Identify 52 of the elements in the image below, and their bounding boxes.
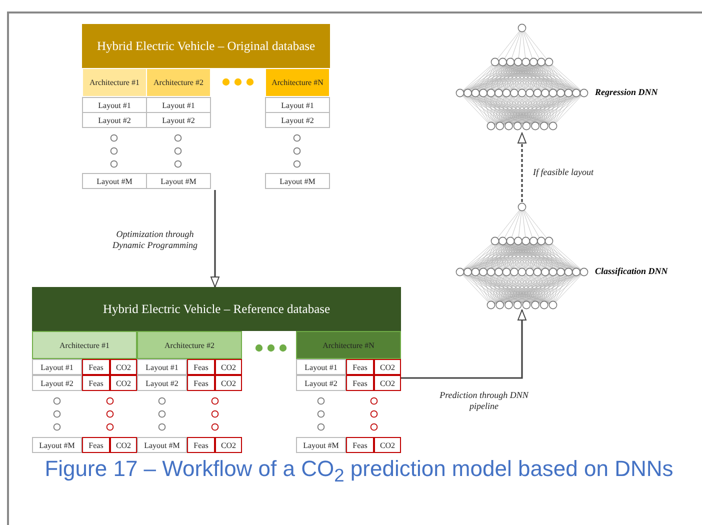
table-cell: Layout #1 xyxy=(137,359,187,375)
table-cell: Layout #M xyxy=(296,437,346,453)
table-cell: Feas xyxy=(346,359,374,375)
table-cell: Layout #2 xyxy=(265,112,330,128)
table-cell: Layout #2 xyxy=(82,112,147,128)
table-cell: Feas xyxy=(82,359,110,375)
table-cell: Layout #1 xyxy=(82,97,147,113)
table-cell: CO2 xyxy=(215,359,242,375)
table-cell: CO2 xyxy=(110,375,137,391)
table-cell: Layout #2 xyxy=(32,375,82,391)
table-cell: CO2 xyxy=(374,375,401,391)
column-header: Architecture #2 xyxy=(137,331,242,359)
database-table xyxy=(32,287,401,453)
table-title: Hybrid Electric Vehicle – Original database xyxy=(82,24,330,68)
database-table xyxy=(82,24,330,190)
table-cell: Layout #1 xyxy=(32,359,82,375)
arrow xyxy=(401,310,526,379)
table-cell: Layout #2 xyxy=(296,375,346,391)
table-cell: Feas xyxy=(187,359,215,375)
table-cell: Layout #1 xyxy=(296,359,346,375)
column-header: Architecture #1 xyxy=(82,68,147,97)
table-title: Hybrid Electric Vehicle – Reference database xyxy=(32,287,401,331)
table-cell: Layout #1 xyxy=(265,97,330,113)
table-cell: Layout #2 xyxy=(146,112,211,128)
figure-caption: Figure 17 – Workflow of a CO$_{2}$ prediction model based on DNNs xyxy=(44,455,674,488)
table-cell: Feas xyxy=(187,375,215,391)
table-cell: Layout #M xyxy=(265,173,330,189)
table-cell: CO2 xyxy=(215,375,242,391)
table-cell: Feas xyxy=(346,437,374,453)
table-cell: Feas xyxy=(346,375,374,391)
table-cell: Layout #M xyxy=(32,437,82,453)
table-cell: Layout #M xyxy=(146,173,211,189)
table-cell: CO2 xyxy=(110,359,137,375)
arrow xyxy=(518,132,526,202)
table-cell: CO2 xyxy=(374,437,401,453)
table-cell: Layout #M xyxy=(82,173,147,189)
table-cell: Layout #2 xyxy=(137,375,187,391)
column-header: Architecture #2 xyxy=(146,68,211,97)
network-label: Regression DNN xyxy=(595,87,658,97)
column-header: Architecture #1 xyxy=(32,331,137,359)
table-cell: Feas xyxy=(82,375,110,391)
table-cell: CO2 xyxy=(110,437,137,453)
column-header: Architecture #N xyxy=(296,331,401,359)
table-cell: Feas xyxy=(187,437,215,453)
column-header: Architecture #N xyxy=(265,68,330,97)
table-cell: Feas xyxy=(82,437,110,453)
table-cell: Layout #1 xyxy=(146,97,211,113)
network-label: Classification DNN xyxy=(595,266,668,276)
table-cell: CO2 xyxy=(374,359,401,375)
arrow xyxy=(210,190,220,288)
table-cell: CO2 xyxy=(215,437,242,453)
table-cell: Layout #M xyxy=(137,437,187,453)
